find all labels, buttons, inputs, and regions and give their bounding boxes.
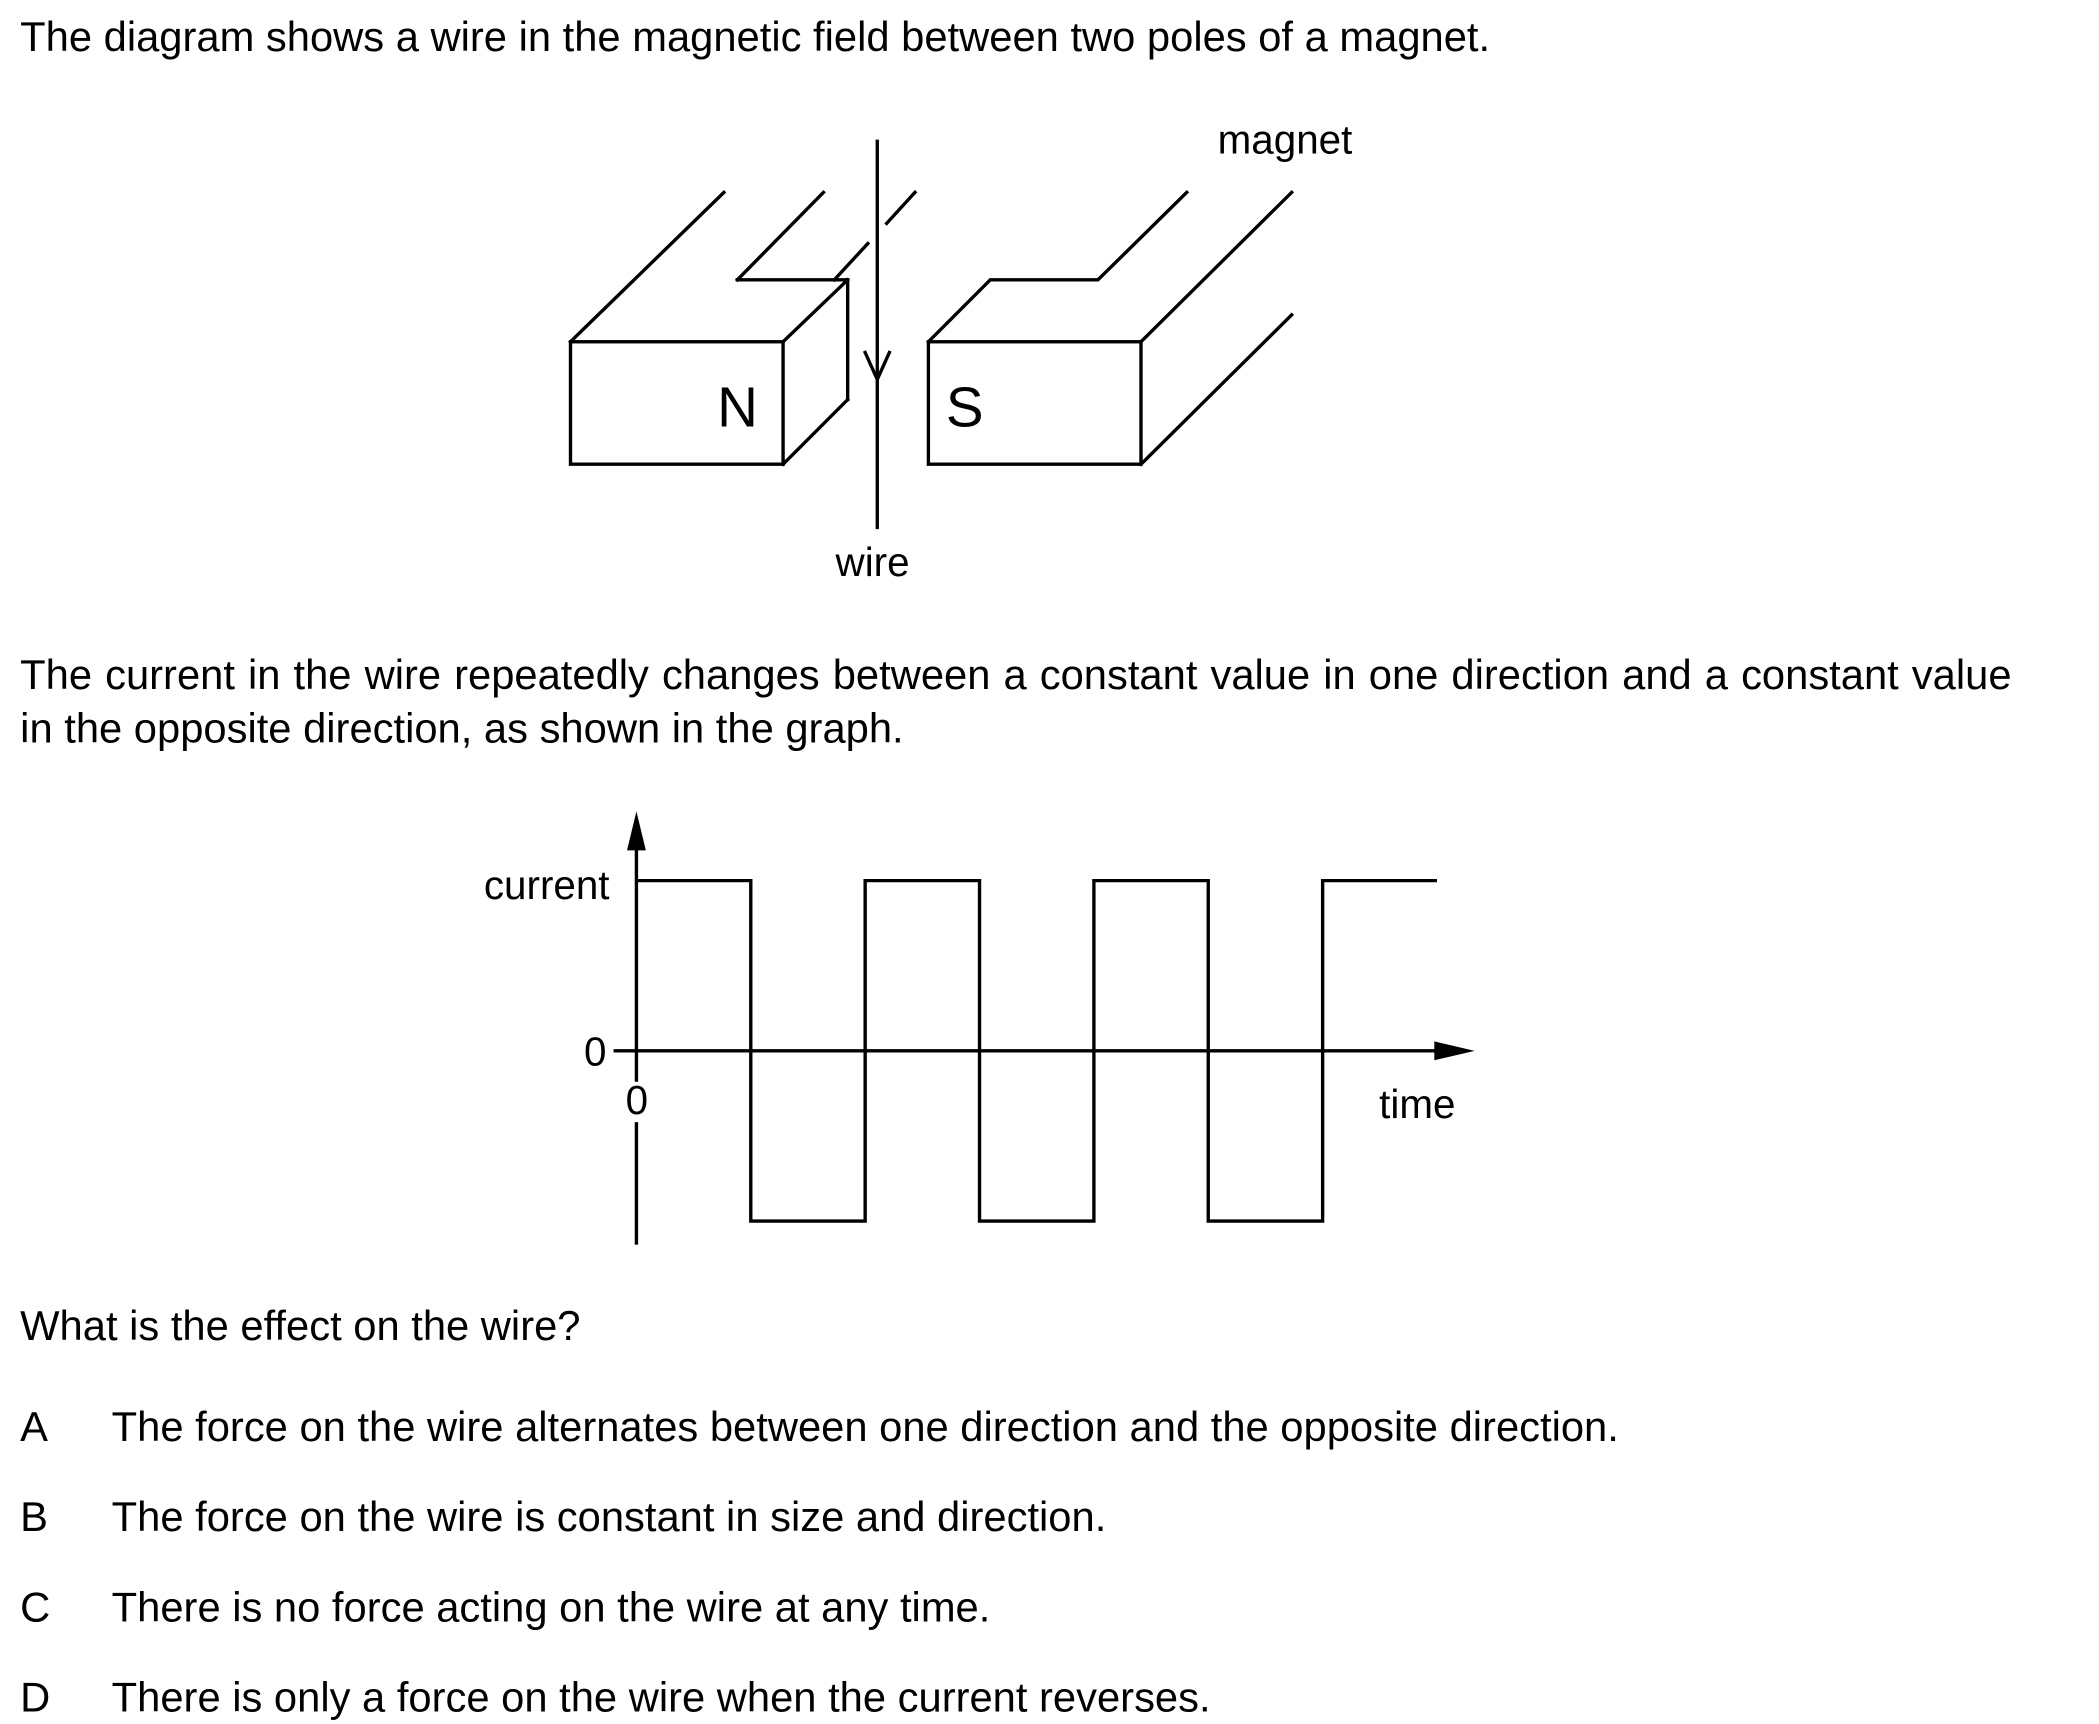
south-pole-label: S <box>945 375 984 439</box>
question-text: What is the effect on the wire? <box>20 1302 581 1350</box>
south-magnet <box>926 190 1295 467</box>
option-text: The force on the wire alternates between… <box>111 1403 1619 1451</box>
option-letter: D <box>20 1673 51 1721</box>
current-arrow-icon <box>862 350 892 384</box>
north-magnet <box>568 190 918 467</box>
y-axis-label: current <box>483 863 610 909</box>
wire-label: wire <box>835 540 910 586</box>
intro-text: The diagram shows a wire in the magnetic… <box>20 13 1491 61</box>
option-letter: C <box>20 1583 51 1631</box>
square-wave-series <box>636 878 1437 1223</box>
y-axis-arrow-icon <box>627 811 646 851</box>
option-letter: A <box>20 1403 49 1451</box>
option-letter: B <box>20 1493 49 1541</box>
option-text: There is only a force on the wire when t… <box>111 1673 1211 1721</box>
north-pole-label: N <box>717 375 758 439</box>
x-axis-label: time <box>1379 1083 1456 1128</box>
magnet-label: magnet <box>1217 118 1353 163</box>
description-paragraph: The current in the wire repeatedly chang… <box>20 651 2012 753</box>
option-text: There is no force acting on the wire at … <box>111 1583 991 1631</box>
option-text: The force on the wire is constant in siz… <box>111 1493 1107 1541</box>
x-origin-tick-label: 0 <box>625 1079 649 1124</box>
y-origin-tick-label: 0 <box>583 1030 607 1076</box>
x-axis-arrow-icon <box>1434 1041 1475 1061</box>
wire <box>862 139 892 530</box>
